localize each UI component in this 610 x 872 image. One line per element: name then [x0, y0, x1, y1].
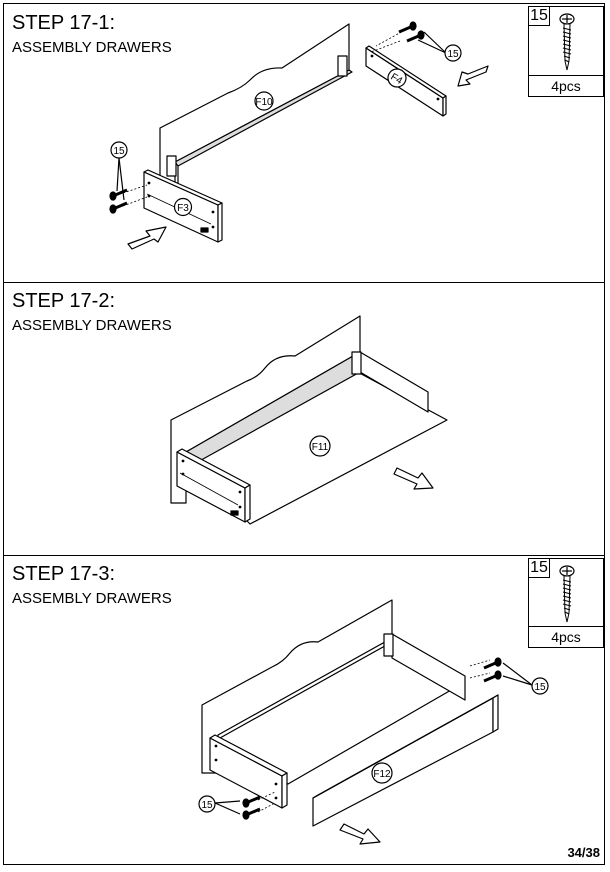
- label-f3: F3: [177, 203, 189, 214]
- arrow-icon: [127, 226, 167, 250]
- label-f10: F10: [255, 97, 273, 108]
- hardware-quantity: 4pcs: [529, 626, 603, 647]
- label-screw-callout: 15: [201, 800, 213, 811]
- arrow-icon: [393, 467, 434, 490]
- page-frame: [3, 3, 605, 865]
- panel-f10: [201, 599, 393, 774]
- label-f4: F4: [388, 72, 404, 88]
- page-number: 34/38: [567, 845, 600, 860]
- step-subtitle: ASSEMBLY DRAWERS: [12, 590, 172, 607]
- panel-f10: [170, 315, 361, 504]
- label-f11: F11: [312, 442, 329, 453]
- step3-illustration: [201, 599, 533, 845]
- step2-illustration: [170, 315, 448, 525]
- hardware-part-number: 15: [528, 6, 550, 26]
- step1-illustration: [108, 20, 489, 250]
- arrow-icon: [339, 823, 381, 845]
- hardware-box: 15 4pcs: [528, 6, 604, 97]
- cam-post: [337, 55, 348, 77]
- screw-icon: [559, 13, 575, 71]
- cam-post: [166, 155, 177, 177]
- callout-circles: [110, 44, 549, 813]
- hardware-box: 15 4pcs: [528, 558, 604, 648]
- arrow-icon: [457, 65, 489, 87]
- step-title: STEP 17-3:: [12, 563, 116, 585]
- step-title: STEP 17-2:: [12, 290, 116, 312]
- hardware-part-number: 15: [528, 558, 550, 578]
- label-f12: F12: [373, 769, 391, 780]
- screw-icon: [559, 565, 575, 623]
- label-screw-callout: 15: [113, 146, 125, 157]
- hardware-quantity: 4pcs: [529, 75, 603, 96]
- panel-f10: [159, 23, 350, 185]
- step-title: STEP 17-1:: [12, 12, 116, 34]
- step-subtitle: ASSEMBLY DRAWERS: [12, 317, 172, 334]
- step-divider: [3, 282, 605, 283]
- step-divider: [3, 555, 605, 556]
- step-subtitle: ASSEMBLY DRAWERS: [12, 39, 172, 56]
- label-screw-callout: 15: [534, 682, 546, 693]
- label-screw-callout: 15: [447, 49, 459, 60]
